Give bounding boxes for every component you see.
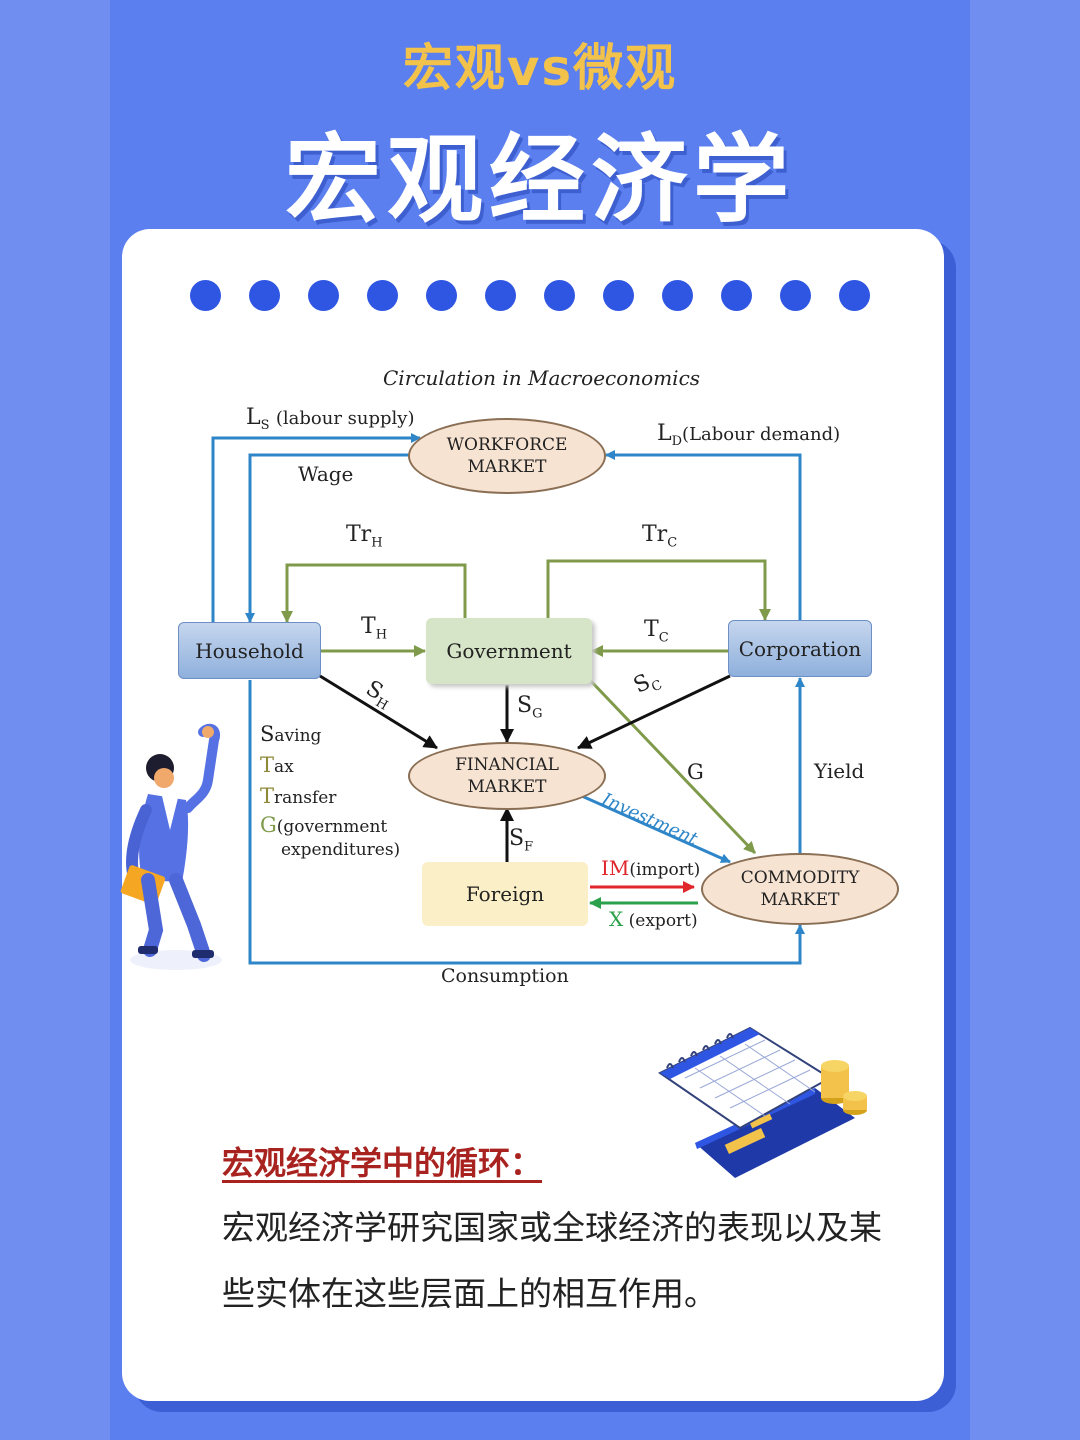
section-heading: 宏观经济学中的循环： [222,1144,543,1182]
calendar-coins-card-illustration [658,1026,867,1178]
government-expenditure-arrow [586,676,757,855]
labour-demand-arrow [605,450,802,620]
commodity-market-node: COMMODITY MARKET [701,853,899,925]
government-node: Government [426,618,592,684]
foreign-node: Foreign [422,862,588,926]
financial-market-node: FINANCIAL MARKET [408,742,606,810]
decor-dot [426,280,457,311]
transfer-household-label: TrH [346,522,383,551]
decor-dot [367,280,398,311]
decor-dot [839,280,870,311]
person-with-folder-illustration [120,723,222,970]
consumption-arrow [248,680,805,965]
decor-dot [249,280,280,311]
saving-foreign-label: SF [509,826,534,855]
decor-dot [485,280,516,311]
decor-dot [603,280,634,311]
saving-household-arrow [319,674,438,750]
yield-label: Yield [814,759,865,783]
diagram-legend: Saving Tax Transfer G(government expendi… [260,722,401,860]
workforce-market-node: WORKFORCE MARKET [408,418,606,494]
wage-label: Wage [298,462,354,486]
tax-household-label: TH [361,614,388,643]
saving-corporation-arrow [577,674,731,750]
labour-supply-label: LS (labour supply) [246,405,415,433]
tax-corporation-label: TC [644,617,669,646]
government-expenditure-label: G [687,760,704,784]
saving-government-label: SG [517,693,543,722]
decor-dot [544,280,575,311]
subtitle: 宏观vs微观 [402,39,678,97]
decor-dot [721,280,752,311]
investment-arrow [574,791,731,864]
transfer-corporation-label: TrC [642,522,678,551]
decor-dot [308,280,339,311]
transfer-household-arrow [281,563,467,623]
corporation-node: Corporation [728,620,872,677]
section-body: 宏观经济学研究国家或全球经济的表现以及某些实体在这些层面上的相互作用。 [222,1208,882,1313]
labour-supply-arrow [211,433,421,622]
wage-arrow [245,453,430,623]
labour-demand-label: LD(Labour demand) [657,421,841,449]
decor-dot [190,280,221,311]
transfer-corporation-arrow [546,559,771,621]
household-node: Household [178,622,321,679]
import-label: IM(import) [601,856,701,880]
decor-dot [662,280,693,311]
consumption-label: Consumption [441,965,569,987]
export-label: X (export) [609,907,698,931]
page-title: 宏观经济学 [285,124,795,236]
decor-dot [780,280,811,311]
diagram-caption: Circulation in Macroeconomics [383,366,701,390]
